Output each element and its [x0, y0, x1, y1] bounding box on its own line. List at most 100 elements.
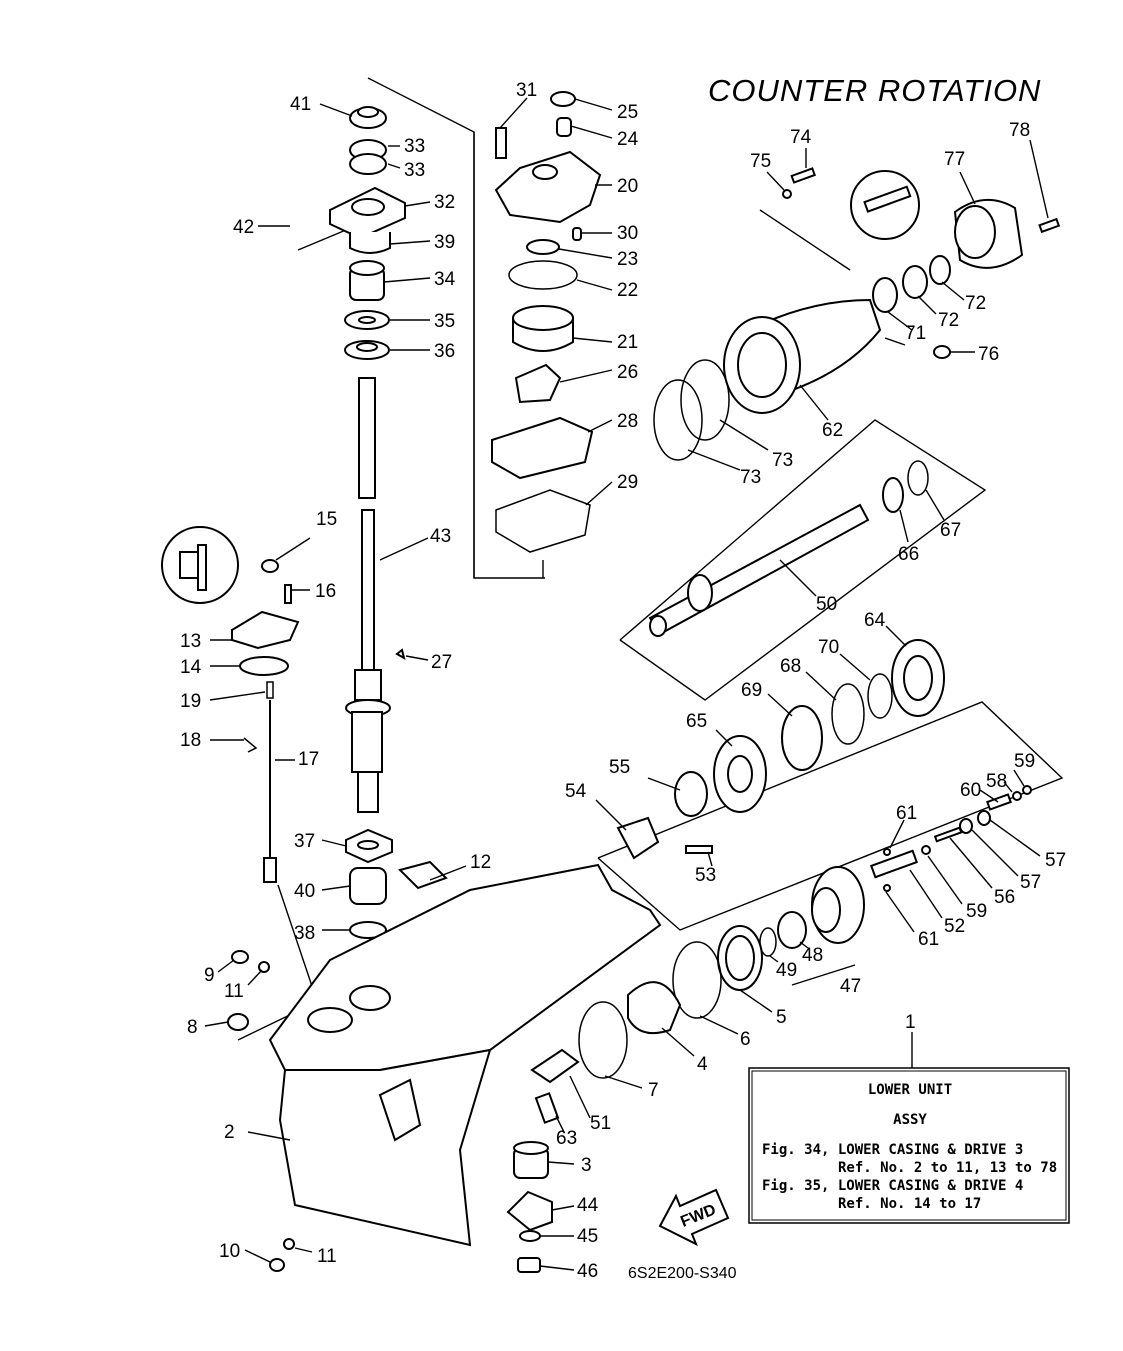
ref-heading-1: LOWER UNIT [868, 1082, 952, 1098]
part-39 [349, 232, 391, 254]
callout-45: 45 [577, 1226, 598, 1247]
callout-44: 44 [577, 1195, 599, 1216]
part-12 [398, 860, 448, 890]
part-59a [1022, 785, 1032, 795]
part-74 [790, 167, 816, 184]
part-25 [550, 91, 576, 107]
callout-57b: 57 [1020, 872, 1041, 893]
callout-53: 53 [695, 865, 716, 886]
part-57b [959, 818, 973, 834]
part-43-shaft [361, 509, 375, 686]
part-7 [578, 1001, 628, 1079]
callout-60: 60 [960, 780, 981, 801]
part-43-shaft-top [358, 377, 376, 499]
callout-50: 50 [816, 594, 837, 615]
part-61b [883, 884, 891, 892]
part-61a [883, 848, 891, 856]
part-16 [284, 584, 292, 604]
callout-39: 39 [434, 232, 455, 253]
part-44 [506, 1190, 553, 1232]
part-54 [616, 816, 660, 860]
group-bracket-lines [237, 77, 1064, 1041]
callout-57a: 57 [1045, 850, 1066, 871]
lower-casing [227, 863, 662, 1272]
part-18 [243, 737, 258, 753]
part-11b [283, 1238, 295, 1250]
callout-16: 16 [315, 581, 336, 602]
callout-13: 13 [180, 631, 201, 652]
part-58 [1012, 791, 1022, 801]
part-2-top [268, 863, 662, 1071]
callout-70: 70 [818, 637, 839, 658]
callout-68: 68 [780, 656, 801, 677]
part-51 [530, 1048, 580, 1084]
part-63 [534, 1092, 560, 1124]
diagram-title: COUNTER ROTATION [708, 73, 1041, 108]
part-15 [261, 559, 279, 573]
part-46 [517, 1257, 541, 1273]
ref-line-2: Ref. No. 2 to 11, 13 to 78 [838, 1160, 1057, 1176]
part-33-lower [349, 153, 387, 175]
callout-32: 32 [434, 192, 455, 213]
callout-11b: 11 [317, 1246, 337, 1267]
callout-76: 76 [978, 344, 999, 365]
callout-74: 74 [790, 127, 812, 148]
callout-51: 51 [590, 1113, 611, 1134]
callout-73b: 73 [772, 450, 793, 471]
callout-8: 8 [187, 1017, 198, 1038]
part-23 [526, 239, 560, 255]
callout-5: 5 [776, 1007, 787, 1028]
part-48 [777, 911, 807, 949]
part-9 [231, 950, 249, 964]
part-6 [672, 941, 722, 1019]
part-45 [519, 1230, 541, 1242]
callout-72a: 72 [938, 310, 959, 331]
callout-19: 19 [180, 691, 201, 712]
part-20 [494, 150, 602, 224]
part-52 [869, 849, 919, 879]
part-22 [508, 260, 578, 290]
part-28 [491, 416, 594, 480]
callout-77: 77 [944, 149, 965, 170]
part-2-body [278, 1048, 492, 1247]
callout-64: 64 [864, 610, 886, 631]
callout-27: 27 [431, 652, 452, 673]
part-29 [495, 489, 591, 553]
reference-box: LOWER UNIT ASSY Fig. 34, LOWER CASING & … [748, 1067, 1070, 1224]
propeller-shaft [648, 460, 929, 637]
part-75 [782, 189, 792, 199]
callout-78: 78 [1009, 120, 1030, 141]
part-8 [227, 1013, 249, 1031]
callout-42: 42 [233, 217, 254, 238]
part-66 [882, 477, 904, 513]
callout-31: 31 [516, 80, 537, 101]
part-59b [921, 845, 931, 855]
callout-18: 18 [180, 730, 201, 751]
ref-line-3: Fig. 35, LOWER CASING & DRIVE 4 [762, 1178, 1023, 1194]
callout-28: 28 [617, 411, 638, 432]
shift-rod-assembly [161, 526, 406, 883]
callout-40: 40 [294, 881, 315, 902]
callout-6: 6 [740, 1029, 751, 1050]
part-10 [269, 1258, 285, 1272]
callout-73a: 73 [740, 467, 761, 488]
callout-24: 24 [617, 129, 639, 150]
callout-14: 14 [180, 657, 202, 678]
prop-shaft-housing-assembly [653, 167, 1061, 461]
callout-2: 2 [224, 1122, 235, 1143]
callout-61b: 61 [918, 929, 939, 950]
ref-line-4: Ref. No. 14 to 17 [838, 1196, 981, 1212]
part-24 [556, 117, 572, 137]
callout-4: 4 [697, 1054, 708, 1075]
part-14 [239, 656, 289, 676]
part-76 [933, 345, 951, 359]
callout-41: 41 [290, 94, 311, 115]
callout-26: 26 [617, 362, 638, 383]
callout-75: 75 [750, 151, 771, 172]
part-26 [514, 363, 562, 404]
callout-29: 29 [617, 472, 638, 493]
callout-48: 48 [802, 945, 823, 966]
part-55 [674, 771, 708, 817]
part-31 [495, 127, 507, 159]
callout-9: 9 [204, 965, 215, 986]
